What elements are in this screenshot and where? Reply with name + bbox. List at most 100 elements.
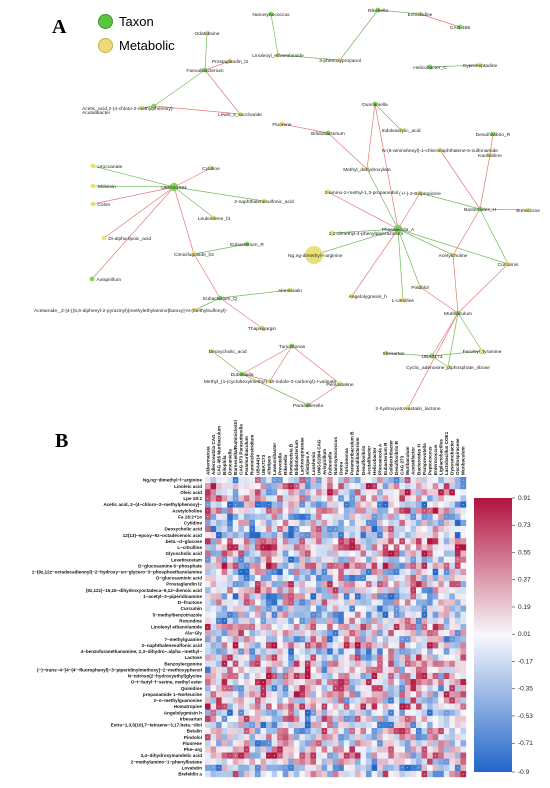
heatmap-cell xyxy=(332,525,339,533)
heatmap-cell xyxy=(399,679,406,686)
heatmap-cell xyxy=(393,513,400,521)
heatmap-cell xyxy=(310,721,317,729)
heatmap-cell xyxy=(427,666,433,674)
heatmap-cell xyxy=(321,544,328,551)
significance-mark: * xyxy=(313,626,315,630)
heatmap-cell xyxy=(404,477,411,484)
heatmap-cell xyxy=(293,691,300,698)
heatmap-cell xyxy=(460,599,467,606)
heatmap-cell xyxy=(449,501,456,508)
metabolite-node xyxy=(417,190,423,196)
significance-mark: * xyxy=(340,534,342,538)
heatmap-cell xyxy=(216,764,222,772)
heatmap-cell xyxy=(349,525,356,533)
heatmap-cell xyxy=(449,672,456,680)
heatmap-cell xyxy=(221,556,228,563)
significance-mark: * xyxy=(268,754,270,758)
heatmap-cell xyxy=(388,691,395,698)
heatmap-cell xyxy=(399,752,406,759)
heatmap-cell xyxy=(382,501,389,508)
heatmap-cell xyxy=(377,685,383,692)
heatmap-cell xyxy=(449,513,456,521)
heatmap-cell xyxy=(332,770,339,778)
heatmap-cell xyxy=(399,532,406,539)
heatmap-cell xyxy=(260,636,267,643)
heatmap-cell xyxy=(449,703,456,710)
heatmap-cell xyxy=(388,477,395,484)
network-edge xyxy=(452,254,459,314)
significance-mark: * xyxy=(329,565,331,569)
network-edge xyxy=(241,373,271,382)
heatmap-cell xyxy=(216,752,222,759)
heatmap-cell xyxy=(254,587,261,594)
panel-a-label: A xyxy=(52,16,67,38)
heatmap-cell xyxy=(416,599,422,606)
metabolite-node xyxy=(398,127,404,133)
heatmap-cell xyxy=(232,599,239,606)
heatmap-cell xyxy=(427,721,433,729)
heatmap-cell xyxy=(216,654,222,661)
heatmap-cell xyxy=(232,679,239,686)
heatmap-cell xyxy=(232,581,239,588)
heatmap-cell xyxy=(266,519,272,527)
heatmap-cell xyxy=(316,525,322,533)
significance-mark: * xyxy=(374,669,376,673)
heatmap-cell xyxy=(421,685,428,692)
heatmap-cell xyxy=(399,630,406,637)
heatmap-cell xyxy=(421,679,428,686)
network-edge xyxy=(92,185,175,188)
significance-mark: * xyxy=(418,669,420,673)
heatmap-cell xyxy=(449,489,456,496)
taxon-node xyxy=(477,206,483,212)
heatmap-cell xyxy=(260,648,267,655)
heatmap-cell xyxy=(332,587,339,594)
heatmap-cell xyxy=(371,752,378,759)
heatmap-cell xyxy=(377,660,383,667)
significance-mark: * xyxy=(246,571,248,575)
heatmap-cell xyxy=(404,721,411,729)
heatmap-cell xyxy=(249,648,256,655)
heatmap-cell xyxy=(316,544,322,551)
heatmap-cell xyxy=(438,630,444,637)
network-edge xyxy=(447,312,459,368)
heatmap-cell xyxy=(210,697,217,704)
heatmap-cell xyxy=(366,685,372,692)
heatmap-cell xyxy=(382,477,389,484)
heatmap-cell xyxy=(349,550,356,557)
significance-mark: * xyxy=(257,479,259,483)
heatmap-cell xyxy=(366,489,372,496)
heatmap-cell xyxy=(205,623,211,631)
heatmap-x-label: Dysosmobacter xyxy=(450,440,455,475)
heatmap-cell xyxy=(399,746,406,753)
significance-mark: * xyxy=(285,767,287,771)
heatmap-cell xyxy=(438,685,444,692)
significance-mark: * xyxy=(401,705,403,709)
heatmap-y-label: Oleic acid xyxy=(180,490,202,495)
heatmap-cell xyxy=(427,740,433,747)
heatmap-cell xyxy=(249,599,256,606)
heatmap-cell xyxy=(310,691,317,698)
heatmap-cell xyxy=(382,599,389,606)
heatmap-cell xyxy=(288,556,295,563)
heatmap-cell xyxy=(366,501,372,508)
heatmap-cell xyxy=(332,734,339,741)
heatmap-y-label: 5−methylbenzotriazole xyxy=(153,612,203,617)
heatmap-cell xyxy=(388,556,395,563)
significance-mark: * xyxy=(413,558,415,562)
heatmap-cell xyxy=(410,734,417,741)
heatmap-y-label: Glycocholic acid xyxy=(165,551,202,556)
significance-mark: * xyxy=(229,754,231,758)
heatmap-cell xyxy=(399,556,406,563)
heatmap-cell xyxy=(232,525,239,533)
heatmap-cell xyxy=(404,519,411,527)
heatmap-cell xyxy=(277,501,283,508)
heatmap-cell xyxy=(316,660,322,667)
heatmap-cell xyxy=(327,758,333,765)
heatmap-cell xyxy=(332,721,339,729)
heatmap-cell xyxy=(354,648,361,655)
node-label: Alonesiatin xyxy=(278,288,302,294)
heatmap-cell xyxy=(410,642,417,649)
heatmap-cell xyxy=(332,672,339,680)
heatmap-cell xyxy=(366,630,372,637)
significance-mark: * xyxy=(213,693,215,697)
